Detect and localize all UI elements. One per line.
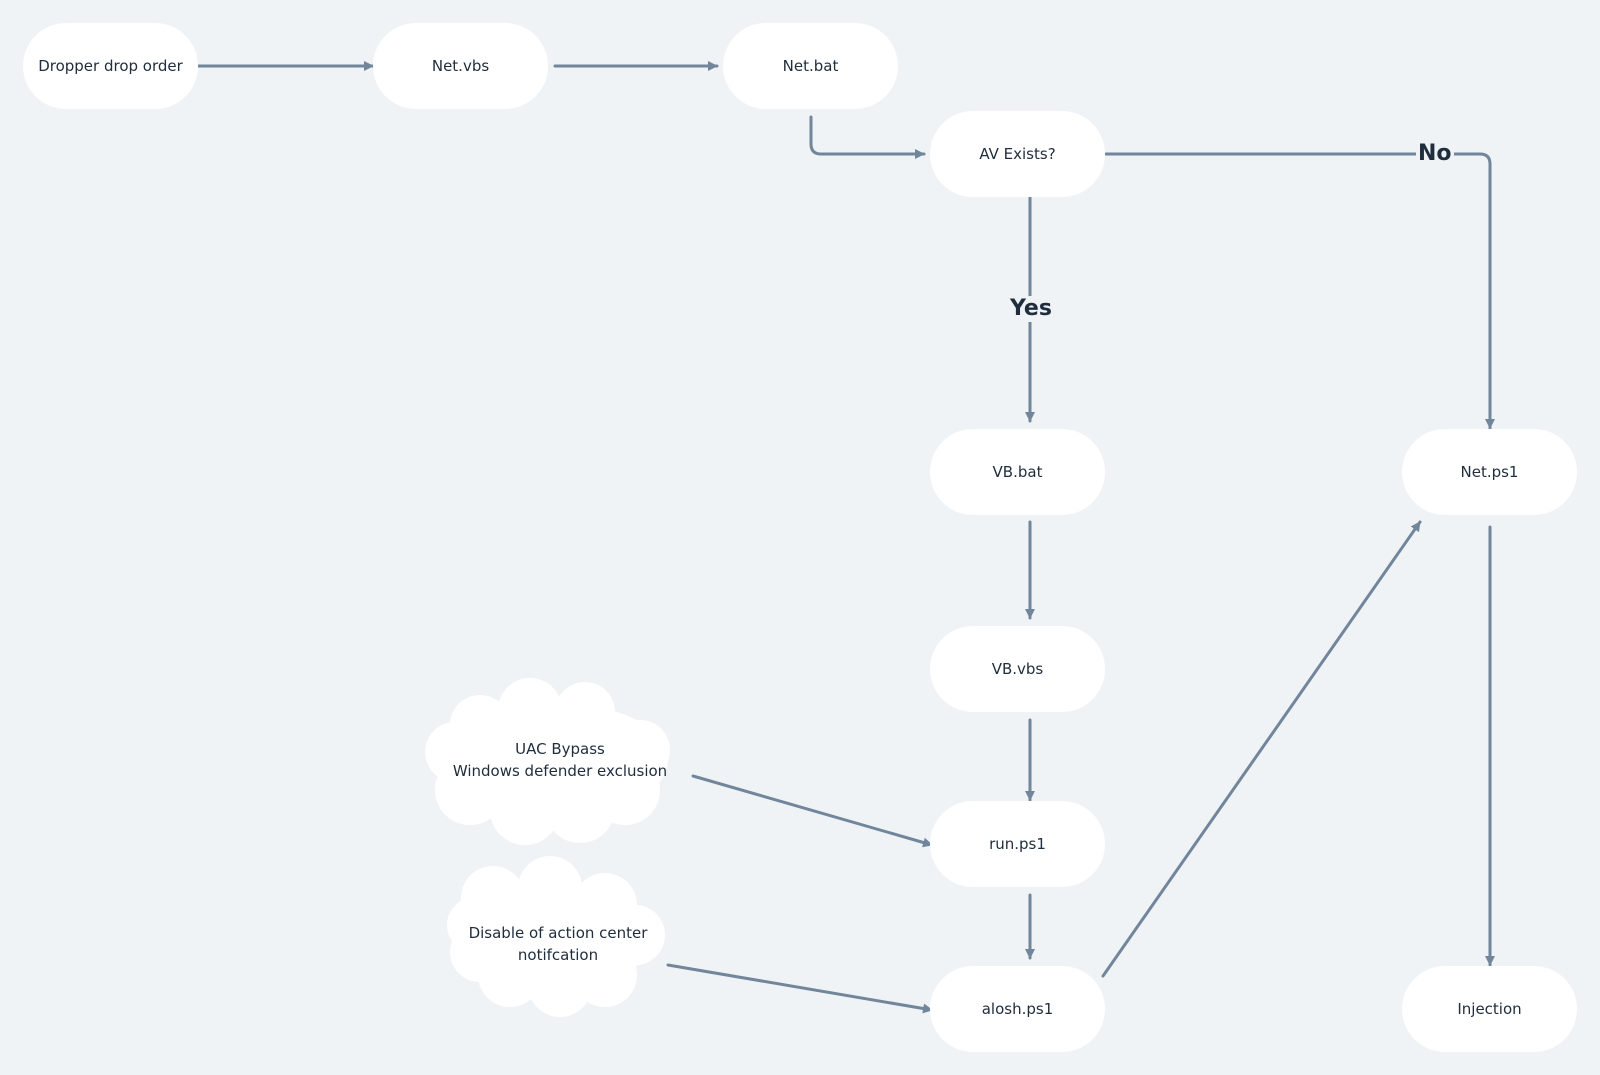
edge-label-yes: Yes	[1008, 296, 1054, 322]
edge-uac-runps1	[691, 774, 934, 848]
cloud-disable-notification[interactable]: Disable of action center notifcation	[448, 910, 668, 978]
node-net-vbs[interactable]: Net.vbs	[373, 23, 548, 109]
uac-cloud-shape	[425, 678, 670, 845]
node-vb-bat[interactable]: VB.bat	[930, 429, 1105, 515]
node-vb-vbs[interactable]: VB.vbs	[930, 626, 1105, 712]
notification-cloud-shape	[447, 856, 665, 1017]
edge-label-no: No	[1416, 141, 1454, 167]
node-injection[interactable]: Injection	[1402, 966, 1577, 1052]
node-net-ps1[interactable]: Net.ps1	[1402, 429, 1577, 515]
node-net-bat[interactable]: Net.bat	[723, 23, 898, 109]
node-av-exists[interactable]: AV Exists?	[930, 111, 1105, 197]
cloud-uac-bypass[interactable]: UAC Bypass Windows defender exclusion	[440, 726, 680, 794]
edge-netbat-avexists	[809, 115, 926, 159]
edge-notification-aloshps1	[666, 963, 934, 1014]
node-alosh-ps1[interactable]: alosh.ps1	[930, 966, 1105, 1052]
edge-avexists-no-netps1	[1104, 152, 1495, 430]
cloud-uac-line-2: Windows defender exclusion	[452, 762, 668, 780]
node-dropper-drop-order[interactable]: Dropper drop order	[23, 23, 198, 109]
edge-aloshps1-netps1	[1101, 520, 1422, 978]
cloud-notification-line-1: Disable of action center	[468, 924, 648, 942]
cloud-notification-line-2: notifcation	[517, 946, 599, 964]
cloud-uac-line-1: UAC Bypass	[515, 740, 605, 758]
node-run-ps1[interactable]: run.ps1	[930, 801, 1105, 887]
